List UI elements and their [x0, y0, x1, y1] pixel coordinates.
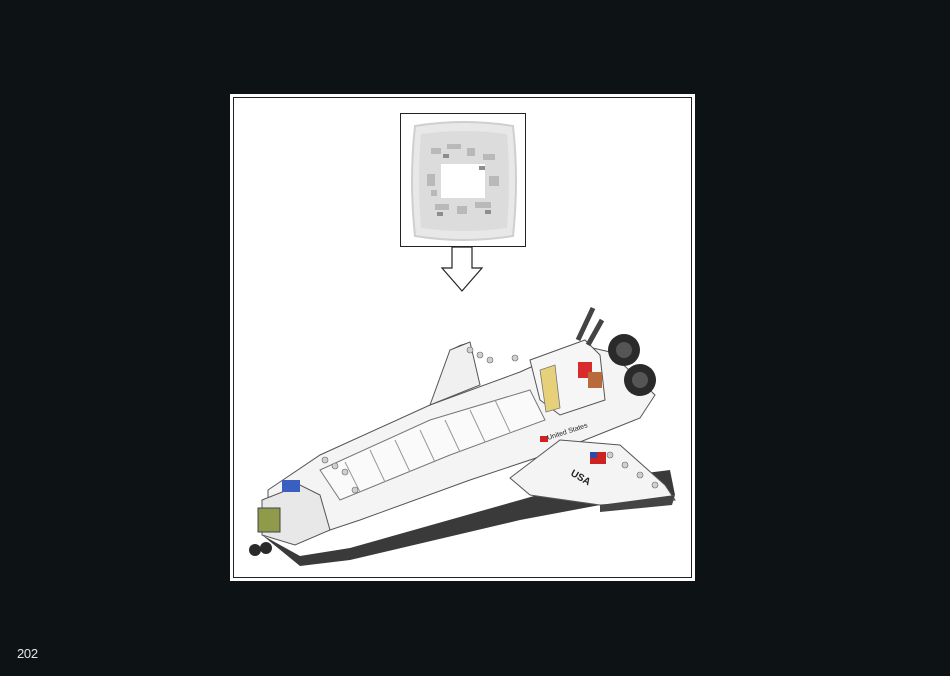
page-number: 202 — [17, 646, 38, 661]
